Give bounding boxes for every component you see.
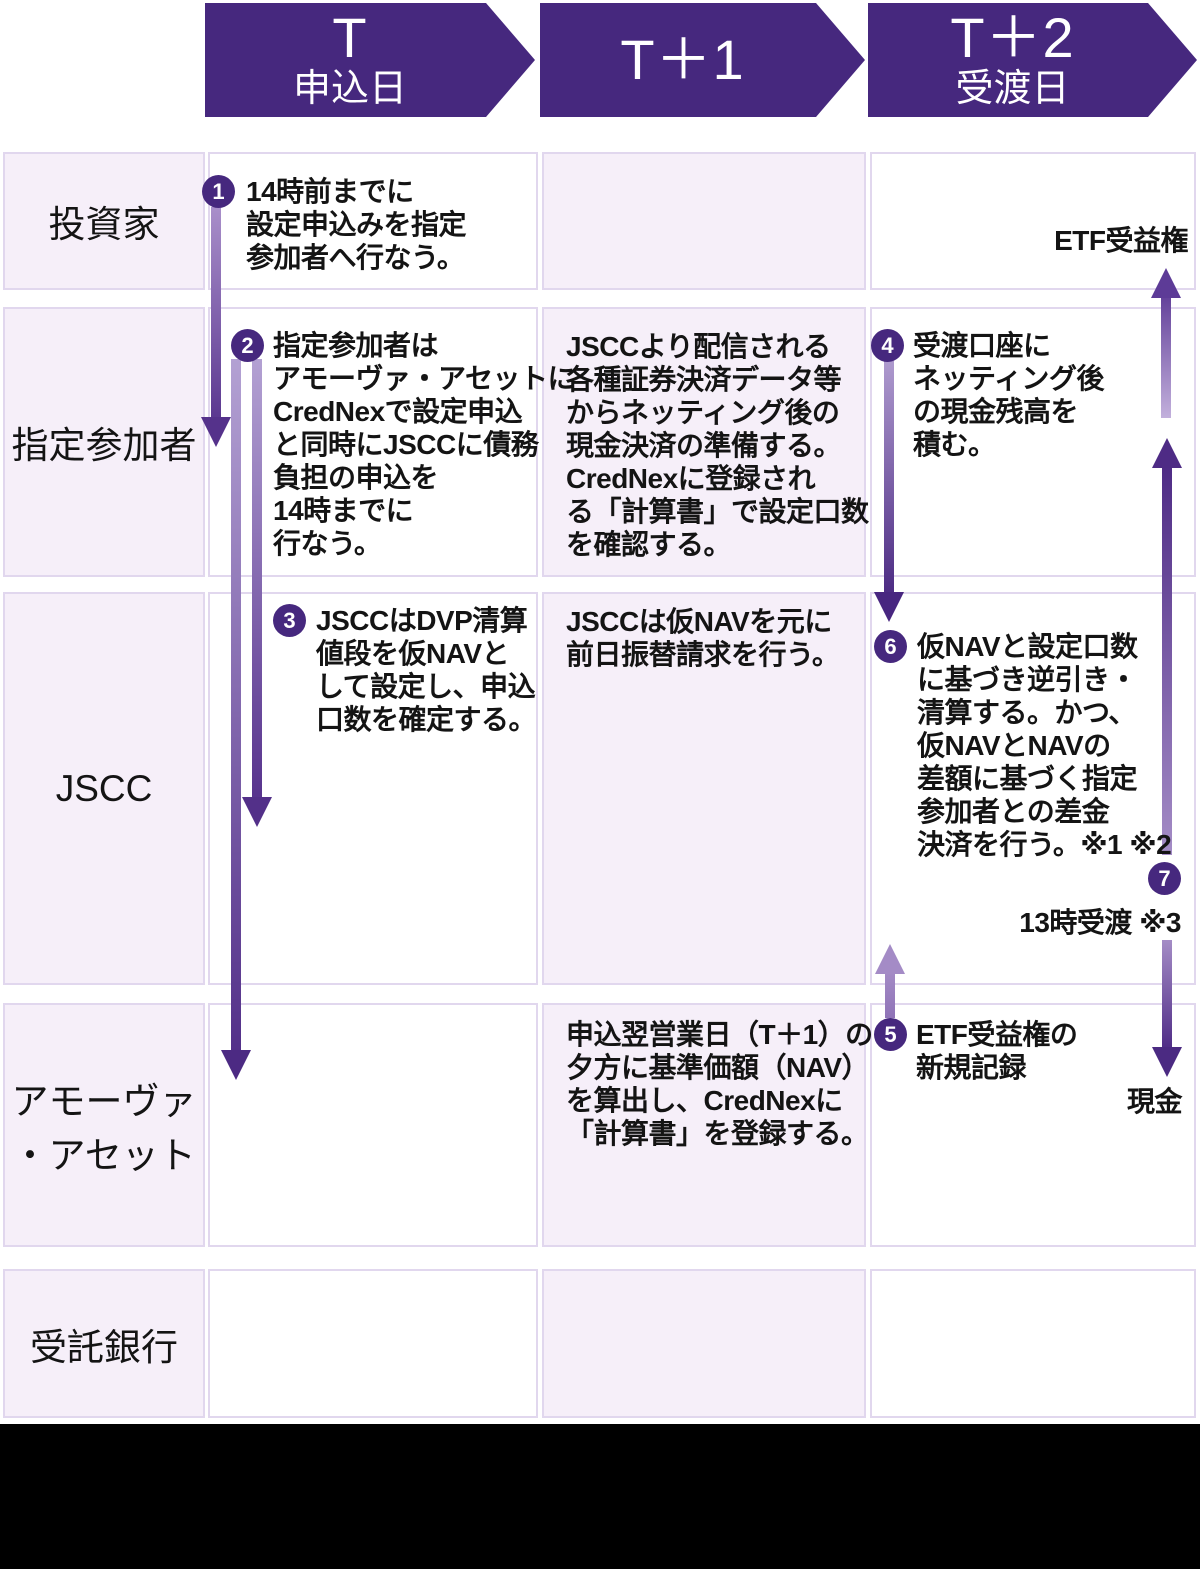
banner-day-t-title: T	[332, 6, 368, 69]
note-amova-t1-text: 申込翌営業日（T＋1）の 夕方に基準価額（NAV） を算出し、CredNexに …	[566, 1019, 873, 1149]
arrow-step1-shaft	[211, 207, 221, 419]
arrow-cash-down-shaft	[1162, 940, 1172, 1049]
arrow-step5-shaft	[885, 972, 895, 1018]
step-circle-1: 1	[202, 175, 235, 208]
cell-jscc-t2	[870, 592, 1196, 985]
step3-text: JSCCはDVP清算 値段を仮NAVと して設定し、申込 口数を確定する。	[316, 605, 537, 735]
cell-participant-t	[208, 307, 538, 577]
banner-day-t: T 申込日	[205, 3, 535, 117]
note-participant-t1-text: JSCCより配信される 各種証券決済データ等 からネッティング後の 現金決済の準…	[566, 331, 869, 560]
cell-amova-t2	[870, 1003, 1196, 1247]
step4-text: 受渡口座に ネッティング後 の現金残高を 積む。	[913, 330, 1104, 460]
step2-text: 指定参加者は アモーヴァ・アセットに CredNexで設定申込 と同時にJSCC…	[273, 330, 575, 559]
lane-label-designated-participant: 指定参加者	[3, 307, 205, 577]
lane-label-investor: 投資家	[3, 152, 205, 290]
step-circle-6: 6	[874, 630, 907, 663]
cell-jscc-t1	[542, 592, 866, 985]
cell-investor-t	[208, 152, 538, 290]
lane-label-amova-asset: アモーヴァ ・アセット	[3, 1003, 205, 1247]
arrow-delivery-up-shaft	[1162, 464, 1172, 855]
cell-amova-t	[208, 1003, 538, 1247]
cell-investor-t2	[870, 152, 1196, 290]
cell-participant-t2	[870, 307, 1196, 577]
step-circle-2: 2	[231, 329, 264, 362]
cell-trustee-t2	[870, 1269, 1196, 1418]
lane-label-trustee-bank: 受託銀行	[3, 1269, 205, 1418]
banner-day-t1-title: T＋1	[620, 28, 745, 91]
arrow-step4-shaft	[884, 361, 894, 594]
banner-day-t-subtitle: 申込日	[292, 68, 407, 110]
cell-jscc-t	[208, 592, 538, 985]
cell-trustee-t1	[542, 1269, 866, 1418]
step-circle-3: 3	[273, 604, 306, 637]
arrow-step2-to-jscc-shaft	[252, 359, 262, 799]
cell-trustee-t	[208, 1269, 538, 1418]
arrow-step2-to-amova-shaft	[231, 359, 241, 1052]
cell-amova-t1	[542, 1003, 866, 1247]
step6-text: 仮NAVと設定口数 に基づき逆引き・ 清算する。かつ、 仮NAVとNAVの 差額…	[917, 631, 1172, 860]
cell-investor-t1	[542, 152, 866, 290]
banner-day-t2: T＋2 受渡日	[868, 3, 1197, 117]
note-jscc-t1-text: JSCCは仮NAVを元に 前日振替請求を行う。	[566, 606, 840, 670]
banner-day-t1: T＋1	[540, 3, 865, 117]
step-circle-5: 5	[874, 1018, 907, 1051]
lane-label-jscc: JSCC	[3, 592, 205, 985]
cash-label: 現金	[1126, 1086, 1183, 1117]
footer-black-band	[0, 1424, 1200, 1569]
cell-participant-t1	[542, 307, 866, 577]
step-circle-7: 7	[1148, 862, 1181, 895]
banner-day-t2-subtitle: 受渡日	[955, 68, 1070, 110]
step1-text: 14時前までに 設定申込みを指定 参加者へ行なう。	[246, 176, 467, 273]
banner-day-t2-title: T＋2	[950, 6, 1075, 69]
etf-beneficiary-right-label: ETF受益権	[1054, 225, 1188, 256]
arrow-etf-to-investor-shaft	[1161, 296, 1171, 418]
step5-text: ETF受益権の 新規記録	[916, 1019, 1078, 1083]
step-circle-4: 4	[871, 329, 904, 362]
step7-delivery-time-label: 13時受渡 ※3	[1019, 907, 1181, 938]
